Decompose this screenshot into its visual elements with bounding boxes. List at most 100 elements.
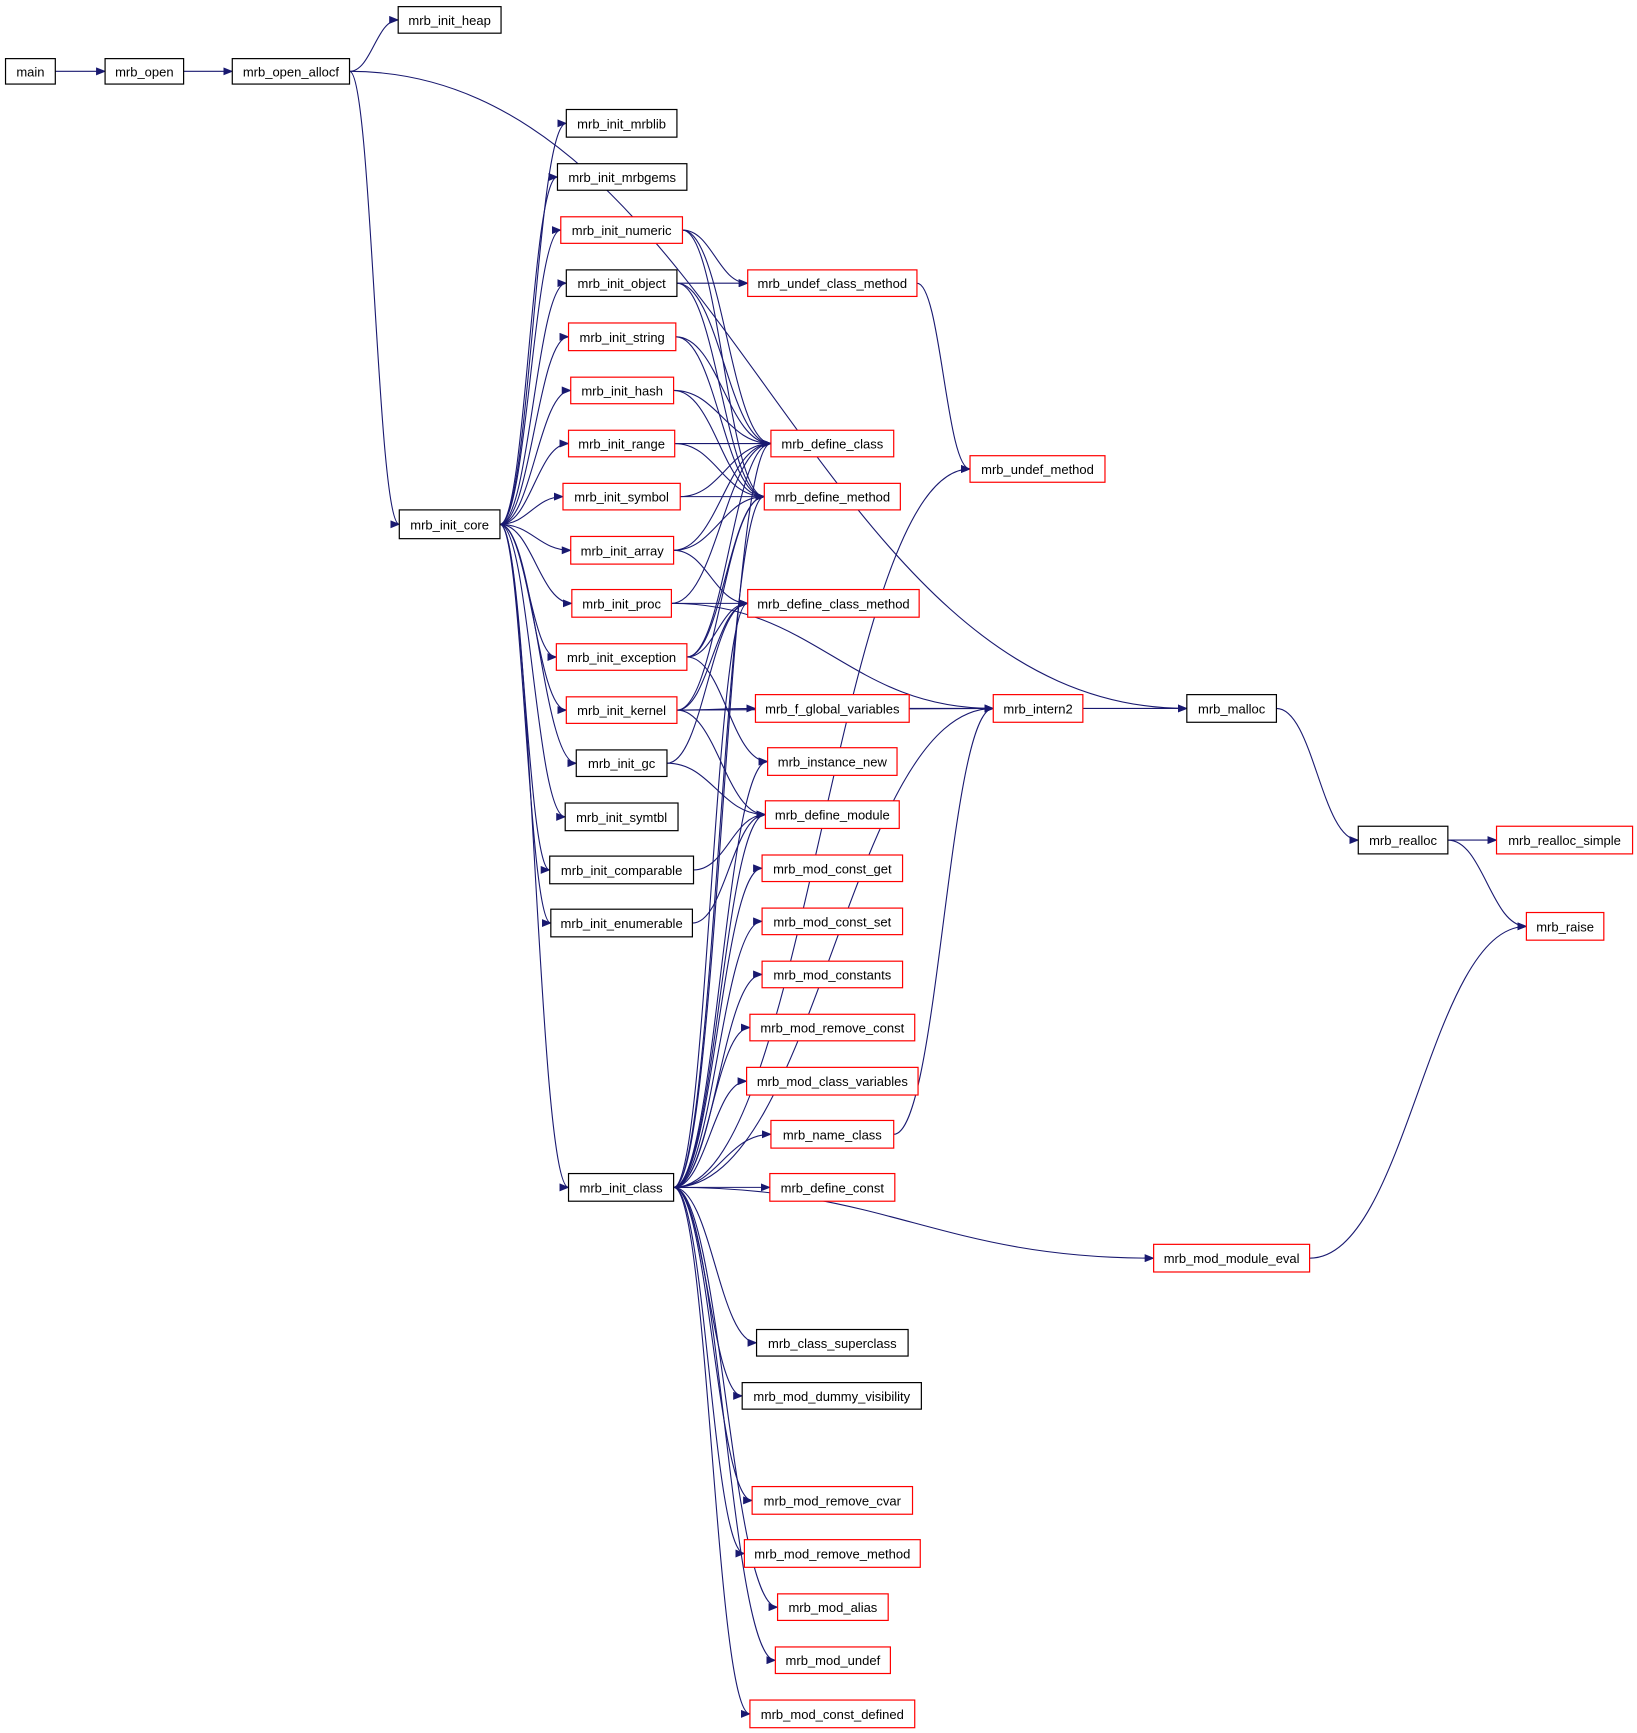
node-mrb-init-range[interactable]: mrb_init_range	[567, 429, 676, 458]
node-label: mrb_f_global_variables	[765, 701, 900, 716]
node-mrb-define-const[interactable]: mrb_define_const	[769, 1172, 896, 1202]
node-box	[769, 1172, 896, 1202]
node-mrb-init-comparable[interactable]: mrb_init_comparable	[549, 855, 695, 885]
node-box	[550, 908, 694, 938]
node-box	[565, 696, 678, 724]
node-mrb-mod-undef[interactable]: mrb_mod_undef	[774, 1646, 891, 1675]
edge-mrb_init_class-to-mrb_mod_remove_cvar	[673, 1186, 754, 1505]
node-mrb-realloc[interactable]: mrb_realloc	[1357, 825, 1449, 855]
node-mrb-define-method[interactable]: mrb_define_method	[763, 482, 901, 511]
node-mrb-f-global-variables[interactable]: mrb_f_global_variables	[754, 694, 910, 723]
node-label: mrb_init_mrblib	[577, 116, 666, 131]
node-label: mrb_init_numeric	[572, 223, 672, 238]
node-mrb-open-allocf[interactable]: mrb_open_allocf	[231, 58, 351, 85]
edge-mrb_open_allocf-to-mrb_init_heap	[349, 15, 400, 72]
node-box	[746, 1066, 919, 1096]
node-mrb-name-class[interactable]: mrb_name_class	[770, 1119, 895, 1149]
node-label: mrb_open_allocf	[243, 64, 340, 79]
node-mrb-define-class-method[interactable]: mrb_define_class_method	[747, 588, 920, 618]
edge-mrb_init_core-to-mrb_init_mrblib	[499, 119, 568, 525]
node-mrb-init-class[interactable]: mrb_init_class	[567, 1172, 675, 1202]
node-mrb-instance-new[interactable]: mrb_instance_new	[767, 747, 898, 776]
edge-mrb_init_object-to-mrb_define_method	[676, 282, 766, 501]
edge-mrb_init_proc-to-mrb_define_class	[671, 439, 772, 604]
node-mrb-init-object[interactable]: mrb_init_object	[565, 269, 678, 298]
node-box	[761, 907, 904, 936]
node-mrb-realloc-simple[interactable]: mrb_realloc_simple	[1495, 825, 1634, 855]
node-label: mrb_mod_constants	[773, 967, 891, 982]
node-box	[549, 855, 695, 885]
node-mrb-undef-method[interactable]: mrb_undef_method	[969, 455, 1106, 483]
node-mrb-mod-constants[interactable]: mrb_mod_constants	[761, 960, 904, 989]
edge-mrb_init_class-to-mrb_mod_const_set	[673, 917, 764, 1188]
node-mrb-mod-remove-cvar[interactable]: mrb_mod_remove_cvar	[751, 1485, 914, 1515]
node-mrb-init-enumerable[interactable]: mrb_init_enumerable	[550, 908, 694, 938]
node-mrb-mod-const-defined[interactable]: mrb_mod_const_defined	[749, 1699, 916, 1729]
node-box	[4, 58, 56, 85]
node-mrb-class-superclass[interactable]: mrb_class_superclass	[755, 1328, 909, 1357]
node-box	[556, 163, 688, 191]
node-mrb-init-string[interactable]: mrb_init_string	[567, 322, 677, 352]
node-mrb-init-mrbgems[interactable]: mrb_init_mrbgems	[556, 163, 688, 191]
node-mrb-init-numeric[interactable]: mrb_init_numeric	[560, 216, 684, 244]
node-label: mrb_init_exception	[567, 650, 676, 665]
node-box	[1186, 694, 1278, 723]
node-mrb-mod-class-variables[interactable]: mrb_mod_class_variables	[746, 1066, 919, 1096]
node-label: mrb_init_proc	[582, 596, 661, 611]
node-label: mrb_define_method	[775, 490, 891, 505]
edge-mrb_init_string-to-mrb_define_class	[675, 336, 772, 448]
edge-mrb_open_allocf-to-mrb_malloc	[349, 70, 1188, 713]
edge-mrb_init_core-to-mrb_init_string	[499, 332, 570, 525]
node-mrb-mod-remove-method[interactable]: mrb_mod_remove_method	[743, 1539, 921, 1568]
edge-mrb_init_enumerable-to-mrb_define_module	[692, 810, 767, 924]
node-main[interactable]: main	[4, 58, 56, 85]
node-mrb-init-exception[interactable]: mrb_init_exception	[555, 643, 688, 671]
edge-mrb_init_numeric-to-mrb_define_class	[682, 229, 772, 448]
node-label: mrb_mod_module_eval	[1164, 1251, 1300, 1266]
edge-mrb_init_kernel-to-mrb_define_module	[676, 709, 767, 819]
node-box	[761, 854, 904, 883]
node-mrb-init-symtbl[interactable]: mrb_init_symtbl	[564, 802, 679, 832]
node-label: mrb_mod_remove_const	[760, 1021, 904, 1036]
node-mrb-open[interactable]: mrb_open	[104, 58, 185, 85]
node-box	[575, 749, 668, 778]
edge-mrb_init_core-to-mrb_init_hash	[499, 386, 572, 525]
node-mrb-init-gc[interactable]: mrb_init_gc	[575, 749, 668, 778]
edge-mrb_init_class-to-mrb_mod_remove_method	[673, 1186, 746, 1558]
node-mrb-init-core[interactable]: mrb_init_core	[398, 509, 501, 540]
node-box	[1495, 825, 1634, 855]
edge-mrb_init_symbol-to-mrb_define_class	[680, 439, 772, 498]
node-mrb-init-array[interactable]: mrb_init_array	[570, 535, 675, 565]
edge-mrb_init_array-to-mrb_define_class	[673, 439, 772, 551]
edge-mrb_init_class-to-mrb_intern2	[673, 704, 995, 1188]
node-mrb-mod-const-set[interactable]: mrb_mod_const_set	[761, 907, 904, 936]
edge-mrb_init_string-to-mrb_define_method	[675, 336, 766, 501]
node-mrb-malloc[interactable]: mrb_malloc	[1186, 694, 1278, 723]
node-label: mrb_realloc	[1369, 833, 1437, 848]
node-mrb-init-proc[interactable]: mrb_init_proc	[571, 588, 672, 618]
node-mrb-mod-alias[interactable]: mrb_mod_alias	[776, 1593, 889, 1622]
node-label: mrb_mod_alias	[788, 1600, 877, 1615]
node-label: mrb_init_hash	[581, 383, 663, 398]
node-mrb-define-class[interactable]: mrb_define_class	[770, 429, 895, 458]
node-mrb-init-symbol[interactable]: mrb_init_symbol	[562, 482, 681, 511]
node-label: mrb_init_comparable	[561, 863, 682, 878]
node-mrb-init-kernel[interactable]: mrb_init_kernel	[565, 696, 678, 724]
edge-mrb_init_class-to-mrb_define_method	[673, 492, 766, 1188]
node-label: mrb_init_gc	[588, 756, 656, 771]
edge-mrb_init_core-to-mrb_init_symtbl	[499, 523, 567, 821]
node-mrb-intern2[interactable]: mrb_intern2	[992, 694, 1084, 723]
node-mrb-mod-remove-const[interactable]: mrb_mod_remove_const	[749, 1013, 916, 1042]
edge-mrb_init_class-to-mrb_instance_new	[673, 757, 769, 1188]
node-mrb-init-heap[interactable]: mrb_init_heap	[397, 6, 502, 34]
node-mrb-raise[interactable]: mrb_raise	[1525, 911, 1605, 941]
node-box	[571, 588, 672, 618]
node-mrb-mod-const-get[interactable]: mrb_mod_const_get	[761, 854, 904, 883]
node-mrb-undef-class-method[interactable]: mrb_undef_class_method	[747, 269, 918, 298]
node-mrb-init-hash[interactable]: mrb_init_hash	[570, 376, 675, 405]
node-mrb-mod-dummy-visibility[interactable]: mrb_mod_dummy_visibility	[741, 1382, 922, 1410]
node-mrb-init-mrblib[interactable]: mrb_init_mrblib	[565, 108, 678, 138]
node-mrb-mod-module-eval[interactable]: mrb_mod_module_eval	[1153, 1243, 1311, 1273]
node-mrb-define-module[interactable]: mrb_define_module	[764, 800, 900, 830]
node-label: mrb_init_heap	[408, 13, 490, 28]
